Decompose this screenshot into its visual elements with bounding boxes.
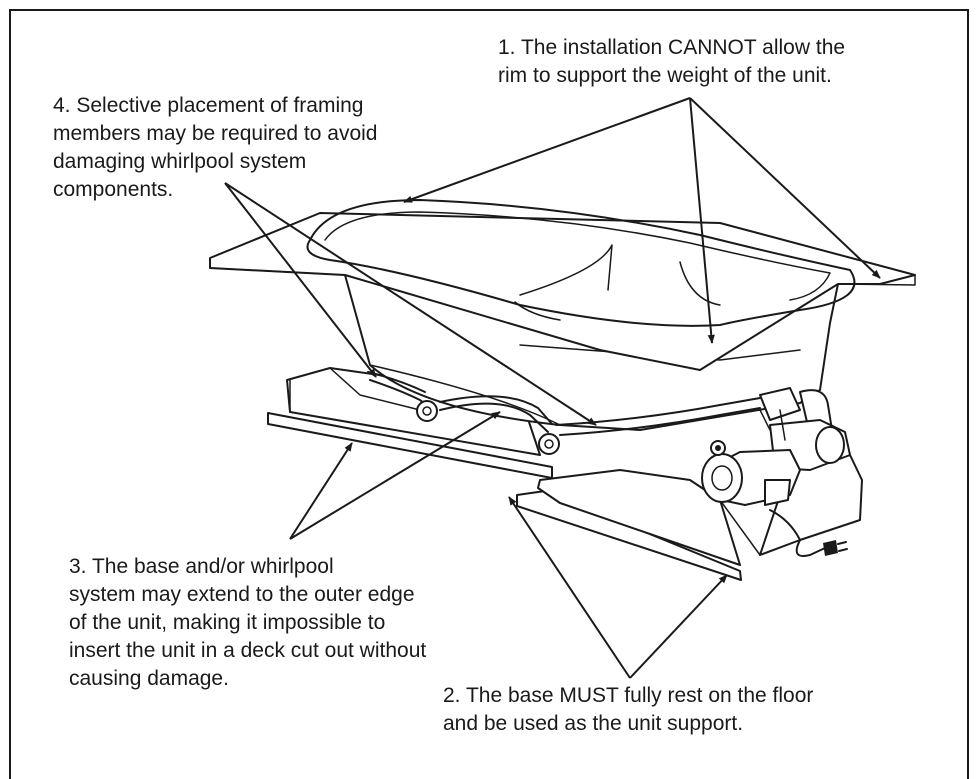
note3-pointers xyxy=(289,411,501,540)
note-3-base-extension: 3. The base and/or whirlpool system may … xyxy=(69,553,426,693)
note-4-line: members may be required to avoid xyxy=(53,122,378,145)
note4-pointers xyxy=(224,182,597,426)
diagram-frame xyxy=(9,9,969,779)
note-3-line: insert the unit in a deck cut out withou… xyxy=(69,639,427,662)
note-3-line: of the unit, making it impossible to xyxy=(69,611,386,634)
power-cord xyxy=(769,509,848,557)
note-3-line: 3. The base and/or whirlpool xyxy=(69,555,334,578)
note-4-line: damaging whirlpool system xyxy=(53,150,307,173)
note-4-framing-members: 4. Selective placement of framing member… xyxy=(53,92,378,204)
right-base xyxy=(516,454,863,581)
tub-rim xyxy=(209,199,916,371)
note-3-line: causing damage. xyxy=(69,667,229,690)
note-3-line: system may extend to the outer edge xyxy=(69,583,415,606)
note-4-line: 4. Selective placement of framing xyxy=(53,94,364,117)
note1-pointers xyxy=(403,97,881,344)
note-1-line: rim to support the weight of the unit. xyxy=(498,64,832,87)
note-1-rim-support: 1. The installation CANNOT allow the rim… xyxy=(498,34,845,90)
note-4-line: components. xyxy=(53,178,174,201)
note-1-line: 1. The installation CANNOT allow the xyxy=(498,36,846,59)
note2-pointers xyxy=(508,496,728,679)
pump-assembly xyxy=(701,387,851,506)
note-2-line: and be used as the unit support. xyxy=(443,712,744,735)
note-2-line: 2. The base MUST fully rest on the floor xyxy=(443,684,814,707)
note-2-base-floor: 2. The base MUST fully rest on the floor… xyxy=(443,682,813,738)
